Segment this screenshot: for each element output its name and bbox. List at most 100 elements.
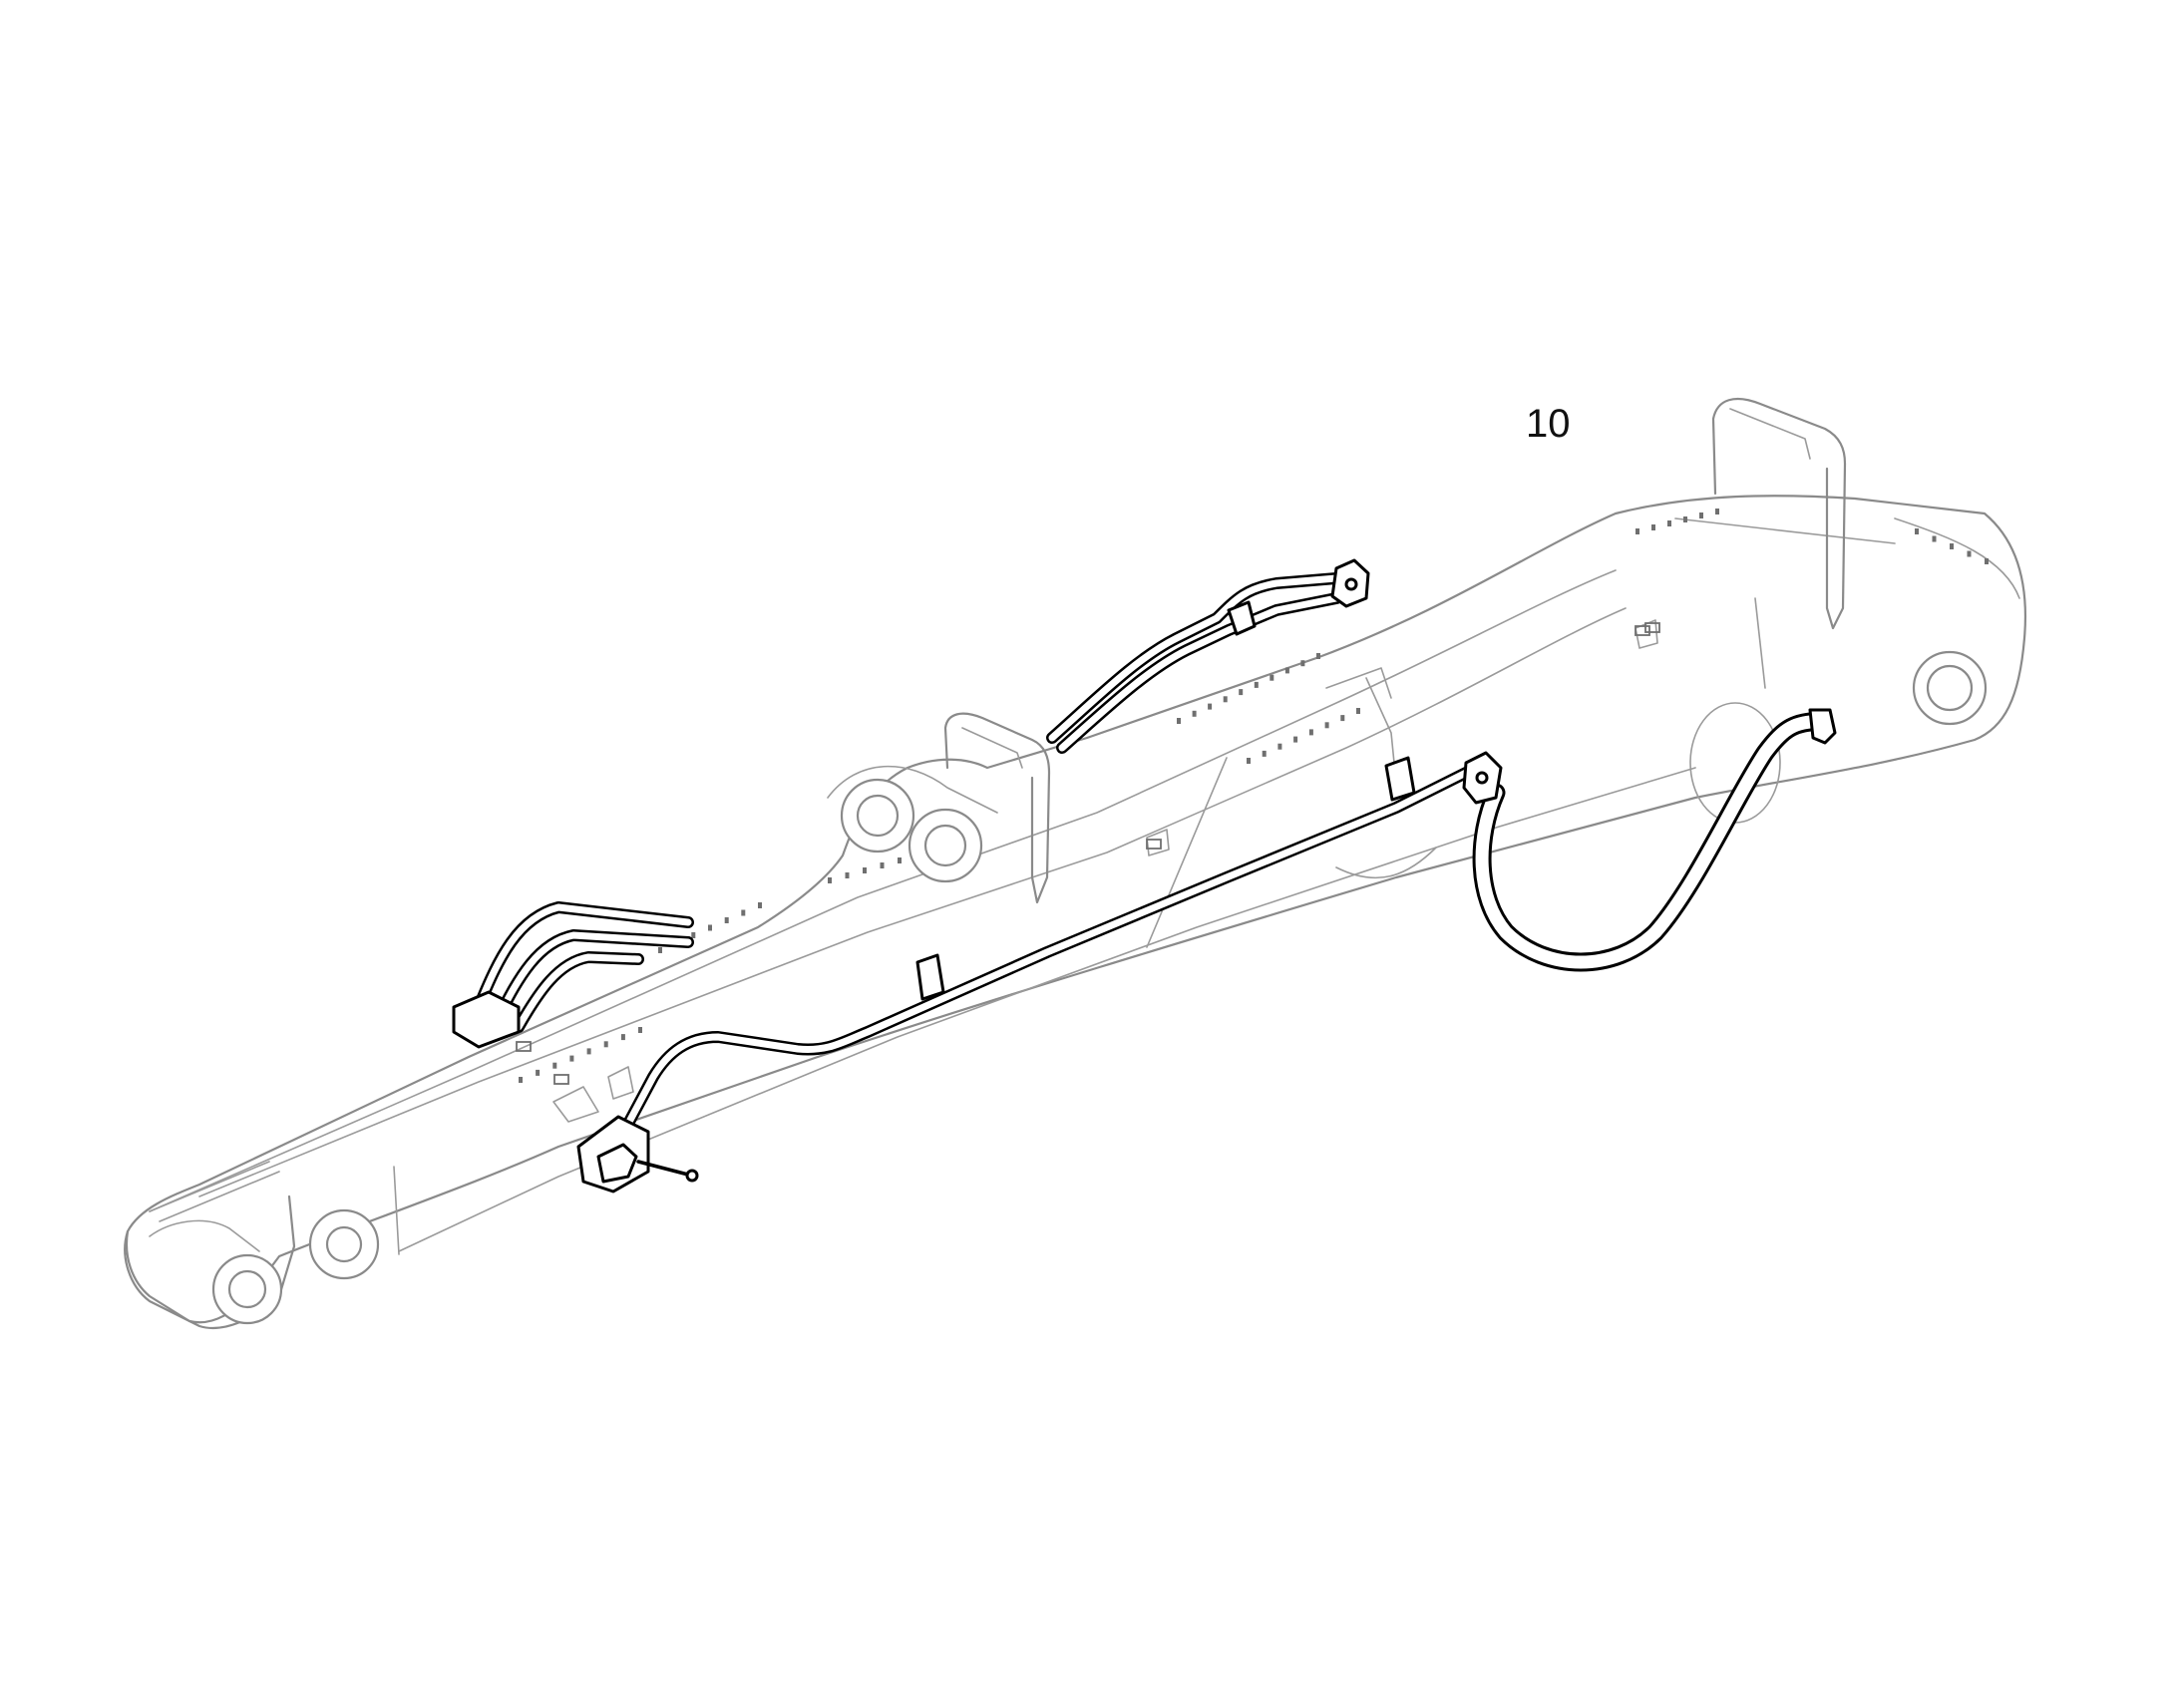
guard-hoop-rear	[1711, 397, 1847, 630]
pipe-clamp-1	[1227, 600, 1257, 636]
front-slot-track	[149, 1161, 280, 1222]
bolt-hole-43	[552, 1062, 557, 1069]
bracket-tab-1	[1325, 667, 1392, 699]
bolt-hole-18	[1635, 528, 1639, 534]
bolt-hole-4	[1239, 689, 1244, 696]
upper-pipe-b-inner	[1058, 594, 1340, 752]
bolt-hole-29	[828, 877, 832, 883]
bolt-hole-40	[758, 902, 762, 908]
bolt-hole-11	[1262, 750, 1267, 757]
bolt-hole-23	[1715, 509, 1719, 514]
bolt-hole-2	[1208, 703, 1213, 710]
top-plate-edge-2	[198, 607, 1627, 1197]
bolt-hole-5	[1254, 681, 1259, 688]
mounting-slot-2	[516, 1041, 532, 1052]
mid-boss-inner-2	[923, 824, 967, 867]
bolt-hole-19	[1651, 524, 1655, 530]
bolt-hole-17	[1356, 708, 1360, 714]
bolt-hole-25	[1932, 535, 1937, 542]
bolt-hole-21	[1683, 516, 1687, 522]
bolt-hole-42	[536, 1069, 541, 1076]
bracket-tab-6	[1146, 829, 1170, 856]
left-bundle-block	[452, 990, 521, 1049]
bolt-hole-32	[880, 862, 885, 868]
bolt-hole-28	[1985, 558, 1989, 564]
bolt-hole-47	[620, 1034, 625, 1041]
front-cap	[149, 1219, 260, 1252]
bolt-hole-48	[638, 1027, 642, 1033]
left-pipe-c-inner	[515, 953, 642, 1031]
flex-hose-inner	[1475, 714, 1827, 969]
bolt-hole-13	[1293, 736, 1298, 743]
grease-rod-tip	[685, 1169, 699, 1183]
guard-hoop-front-back	[961, 727, 1023, 769]
seam-2	[1146, 757, 1228, 948]
guard-hoop-rear-back	[1729, 408, 1811, 460]
bolt-hole-30	[845, 872, 850, 878]
boom-body-outline	[125, 495, 2026, 1324]
callout-label: 10	[1526, 402, 1571, 446]
bolt-hole-45	[586, 1048, 591, 1055]
bolt-hole-15	[1324, 722, 1329, 729]
bolt-hole-12	[1277, 743, 1282, 750]
upper-pipe-a-inner	[1048, 574, 1340, 742]
bolt-hole-36	[691, 932, 696, 938]
rear-pin-hole-inner	[1926, 664, 1974, 712]
bolt-hole-8	[1300, 660, 1305, 667]
mid-bracket	[827, 765, 998, 814]
mid-boss-inner-1	[856, 794, 900, 838]
top-plate-edge	[149, 569, 1617, 1212]
bolt-hole-26	[1950, 543, 1954, 549]
rear-foot-edge	[1894, 517, 2020, 599]
bolt-hole-0	[1177, 718, 1181, 724]
bolt-hole-31	[863, 867, 867, 873]
bolt-hole-6	[1270, 674, 1274, 681]
bracket-tab-2	[1365, 677, 1395, 764]
mounting-slot-0	[1635, 625, 1650, 636]
pipe-clamp-2	[915, 953, 945, 1001]
bolt-hole-24	[1915, 528, 1919, 534]
bolt-hole-14	[1308, 729, 1313, 736]
bolt-hole-10	[1247, 758, 1251, 764]
hydraulic-lines	[452, 558, 1837, 1194]
bolt-hole-9	[1316, 653, 1320, 659]
lower-curve	[1335, 847, 1437, 879]
rear-web	[1674, 517, 1896, 544]
long-pipe-inner	[609, 767, 1485, 1156]
guard-hoop-front	[943, 712, 1051, 904]
bolt-hole-3	[1223, 696, 1228, 703]
bolt-hole-44	[569, 1055, 574, 1062]
bolt-hole-41	[519, 1077, 523, 1083]
bolt-hole-pattern	[516, 509, 1989, 1085]
bracket-tab-3	[552, 1086, 599, 1123]
bracket-tab-5	[1635, 619, 1658, 649]
bolt-hole-27	[1967, 550, 1972, 557]
mounting-slot-4	[1644, 622, 1660, 633]
front-pin-hole-inner	[227, 1269, 267, 1309]
front-pin-hole-2-inner	[325, 1225, 363, 1263]
bolt-hole-38	[724, 917, 729, 923]
bracket-tab-4	[607, 1066, 634, 1100]
bolt-hole-7	[1284, 667, 1289, 674]
upper-fitting-bolt	[1344, 577, 1358, 591]
bolt-hole-34	[658, 947, 662, 953]
bolt-hole-46	[603, 1041, 608, 1048]
boom-structure	[124, 397, 2026, 1329]
valve-block-face	[596, 1143, 638, 1184]
seam-1	[393, 1166, 400, 1255]
pipe-clamp-3	[1384, 756, 1416, 802]
side-plate-line	[398, 767, 1696, 1252]
hose-end-elbow	[1808, 708, 1837, 745]
mounting-slot-3	[553, 1074, 569, 1085]
bolt-hole-37	[708, 924, 712, 931]
bolt-hole-33	[898, 857, 902, 863]
bolt-hole-20	[1667, 520, 1671, 526]
grease-rod	[636, 1160, 690, 1177]
bolt-hole-22	[1699, 512, 1703, 518]
bolt-hole-16	[1340, 715, 1345, 722]
left-pipe-a-inner	[475, 903, 692, 1011]
mounting-slot-1	[1146, 839, 1162, 850]
seam-3	[1754, 597, 1766, 689]
hose-fitting-bolt	[1475, 771, 1489, 785]
